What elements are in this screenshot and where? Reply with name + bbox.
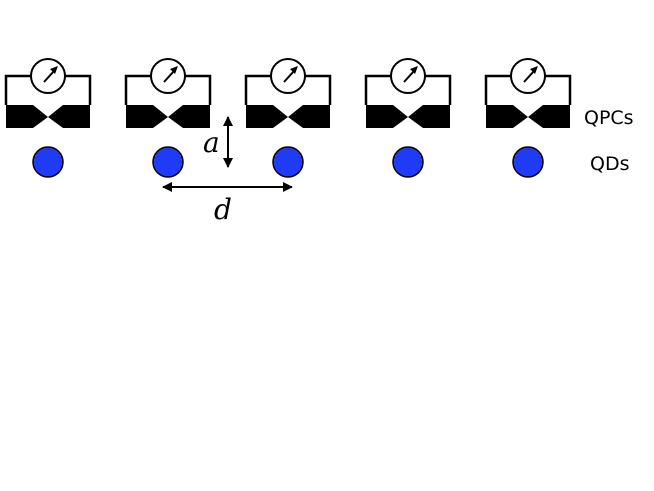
meter-icon xyxy=(270,58,306,94)
qpc-detector-icon xyxy=(4,58,92,128)
qpc-detector-icon xyxy=(364,58,452,128)
qd-row xyxy=(32,146,544,178)
quantum-dot xyxy=(152,146,184,178)
quantum-dot xyxy=(392,146,424,178)
meter-icon xyxy=(30,58,66,94)
qpc-row xyxy=(4,58,572,128)
quantum-dot xyxy=(512,146,544,178)
qpc-row-label: QPCs xyxy=(584,107,634,129)
distance-a-label: a xyxy=(203,126,220,159)
quantum-dot xyxy=(32,146,64,178)
meter-icon xyxy=(150,58,186,94)
distance-d-label: d xyxy=(214,193,232,226)
qpc-detector-icon xyxy=(484,58,572,128)
qpc-detector-icon xyxy=(124,58,212,128)
qd-row-label: QDs xyxy=(590,153,629,175)
meter-icon xyxy=(510,58,546,94)
qpc-detector-icon xyxy=(244,58,332,128)
meter-icon xyxy=(390,58,426,94)
quantum-dot xyxy=(272,146,304,178)
